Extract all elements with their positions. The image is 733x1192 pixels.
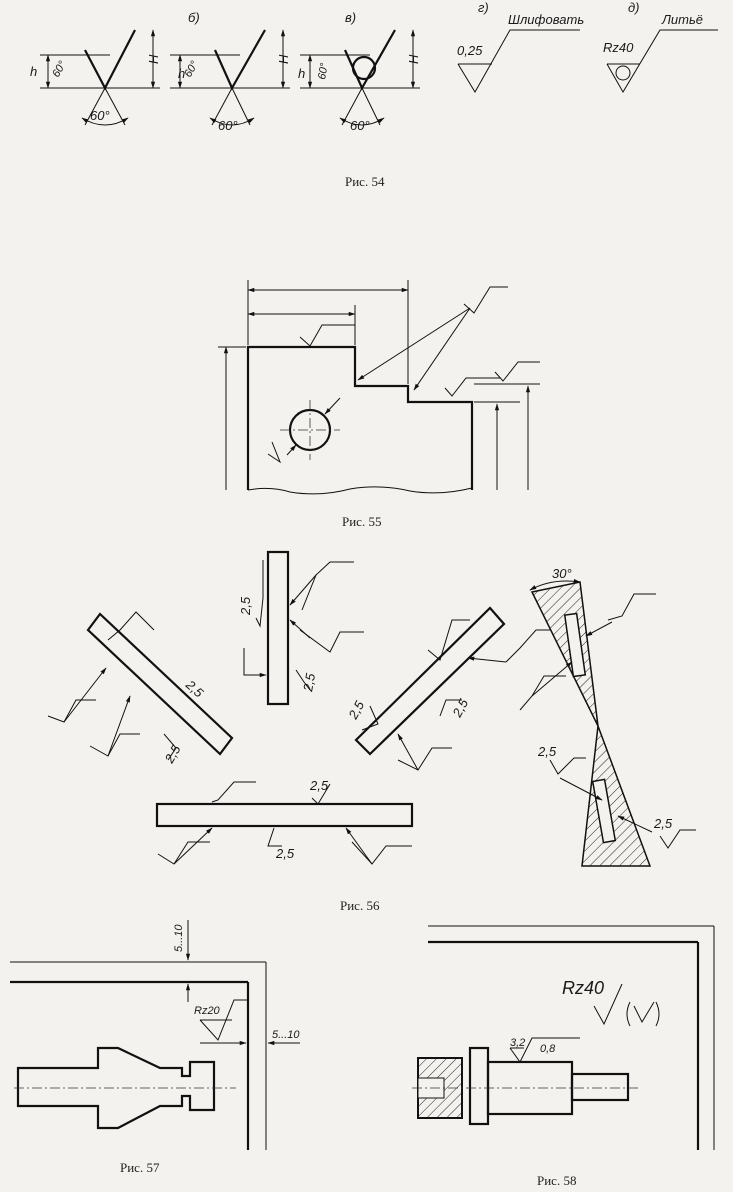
fig56-label-4: 2,5 [161, 742, 184, 767]
fig54-panel-g: г) 0,25 Шлифовать [457, 0, 584, 93]
fig54-a-angle-label: 60° [50, 59, 69, 80]
fig54-d-roughness: Rz40 [603, 40, 634, 55]
fig56-label-7: 2,5 [309, 778, 329, 793]
fig57-dim-vertical: 5...10 [173, 924, 185, 952]
fig54-panel-d: д) Rz40 Литьё [603, 0, 718, 93]
fig54-panel-v: в) h 60° H 60° [298, 10, 421, 133]
fig56-label-9: 2,5 [537, 744, 557, 759]
fig54-a-H-label: H [146, 54, 161, 64]
fig56-label-6: 2,5 [449, 696, 472, 721]
fig54-panel-v-label: в) [345, 10, 356, 25]
fig54-panel-b-label: б) [188, 10, 200, 25]
fig54-v-bottom-angle: 60° [350, 118, 370, 133]
figure-56: 2,5 2,5 2,5 2,5 2,5 2,5 2,5 [47, 550, 696, 913]
fig56-label-2: 2,5 [300, 671, 318, 693]
figure-57: 5...10 5...10 Rz20 Рис. 57 [10, 920, 300, 1175]
fig54-d-note: Литьё [661, 12, 703, 27]
fig54-panel-b: б) h 60° H 60° [170, 10, 291, 133]
fig54-a-bottom-angle: 60° [90, 108, 110, 123]
fig58-ra1: 3,2 [510, 1037, 525, 1049]
fig54-g-roughness: 0,25 [457, 43, 483, 58]
fig54-b-bottom-angle: 60° [218, 118, 238, 133]
fig54-panel-a: h 60° H 60° [30, 29, 161, 126]
fig56-label-5: 2,5 [345, 698, 368, 723]
fig54-v-angle-label: 60° [316, 61, 331, 80]
fig54-caption: Рис. 54 [345, 174, 385, 189]
fig56-label-1: 2,5 [238, 596, 253, 616]
fig58-caption: Рис. 58 [537, 1173, 576, 1188]
fig54-b-h-label: h [178, 66, 185, 81]
fig56-caption: Рис. 56 [340, 898, 380, 913]
fig56-angle: 30° [552, 566, 572, 581]
fig54-v-h-label: h [298, 66, 305, 81]
fig54-v-H-label: H [406, 54, 421, 64]
fig56-label-8: 2,5 [275, 846, 295, 861]
fig57-caption: Рис. 57 [120, 1160, 160, 1175]
fig58-roughness: Rz40 [562, 978, 604, 998]
figure-54: h 60° H 60° б) h 60° H 60° в) [30, 0, 718, 189]
fig54-a-h-label: h [30, 64, 37, 79]
figure-55: Рис. 55 [218, 280, 540, 529]
fig58-ra2: 0,8 [540, 1043, 556, 1055]
fig54-b-H-label: H [276, 54, 291, 64]
fig55-caption: Рис. 55 [342, 514, 381, 529]
fig57-dim-horizontal: 5...10 [272, 1029, 300, 1041]
fig56-label-3: 2,5 [182, 676, 207, 700]
fig56-label-10: 2,5 [653, 816, 673, 831]
fig54-g-note: Шлифовать [508, 12, 584, 27]
fig54-panel-d-label: д) [628, 0, 640, 15]
figure-58: Rz40 3,2 0,8 Рис. 58 [412, 925, 715, 1188]
fig54-panel-g-label: г) [478, 0, 489, 15]
fig55-part-outline [246, 345, 474, 490]
fig57-roughness: Rz20 [194, 1005, 221, 1017]
